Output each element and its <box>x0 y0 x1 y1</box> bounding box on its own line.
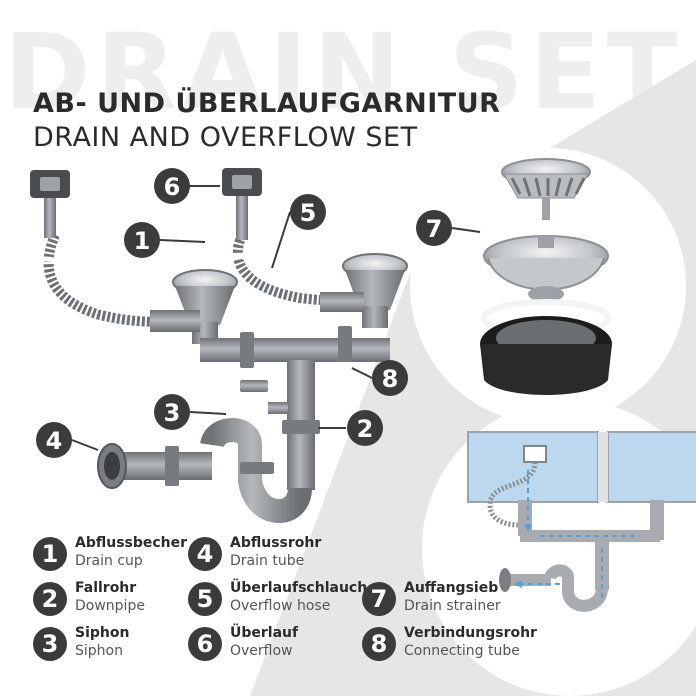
svg-text:3: 3 <box>164 399 181 427</box>
callout-6: 6 <box>154 168 220 204</box>
svg-text:6: 6 <box>164 173 181 201</box>
installation-schematic <box>422 400 696 696</box>
title-german: AB- UND ÜBERLAUFGARNITUR <box>33 88 501 119</box>
legend-label-en: Siphon <box>75 643 123 659</box>
legend-label-de: Abflussrohr <box>230 535 322 551</box>
callout-2: 2 <box>318 410 383 446</box>
svg-text:2: 2 <box>357 415 374 443</box>
callout-8: 8 <box>351 360 408 396</box>
callout-4: 4 <box>36 422 99 458</box>
legend-label-de: Fallrohr <box>75 580 137 596</box>
connector-piece <box>240 380 268 392</box>
legend-label-de: Auffangsieb <box>404 580 499 596</box>
legend-label-en: Connecting tube <box>404 643 520 659</box>
legend-number: 3 <box>33 627 67 661</box>
callout-5: 5 <box>271 194 326 269</box>
legend-number: 6 <box>188 627 222 661</box>
drain-tube <box>112 452 212 480</box>
svg-text:1: 1 <box>134 227 151 255</box>
legend-label-en: Overflow hose <box>230 598 331 614</box>
connecting-pipe <box>200 338 390 362</box>
legend-number: 1 <box>33 537 67 571</box>
callout-7: 7 <box>416 210 481 246</box>
legend-label-en: Downpipe <box>75 598 145 614</box>
watermark-text: DRAIN SET <box>4 11 684 133</box>
legend-number: 2 <box>33 582 67 616</box>
legend-label-en: Overflow <box>230 643 293 659</box>
legend-number: 8 <box>362 627 396 661</box>
legend-number: 7 <box>362 582 396 616</box>
legend-label-en: Drain strainer <box>404 598 501 614</box>
drain-assembly <box>26 168 408 524</box>
overflow-hose-right <box>232 238 361 306</box>
title-english: DRAIN AND OVERFLOW SET <box>33 122 418 153</box>
legend-number: 5 <box>188 582 222 616</box>
legend-label-de: Überlaufschlauch <box>230 580 368 596</box>
svg-text:7: 7 <box>426 215 443 243</box>
legend-label-en: Drain tube <box>230 553 305 569</box>
callout-3: 3 <box>154 394 227 430</box>
svg-text:8: 8 <box>382 365 399 393</box>
legend-label-en: Drain cup <box>75 553 143 569</box>
legend-label-de: Überlauf <box>230 625 299 641</box>
legend-label-de: Abflussbecher <box>75 535 188 551</box>
svg-text:5: 5 <box>300 199 317 227</box>
legend-label-de: Siphon <box>75 625 130 641</box>
legend-number: 4 <box>188 537 222 571</box>
legend-label-de: Verbindungsrohr <box>404 625 537 641</box>
strainer-detail <box>410 148 686 424</box>
callout-1: 1 <box>124 222 206 258</box>
siphon <box>200 418 312 524</box>
svg-text:4: 4 <box>46 427 63 455</box>
